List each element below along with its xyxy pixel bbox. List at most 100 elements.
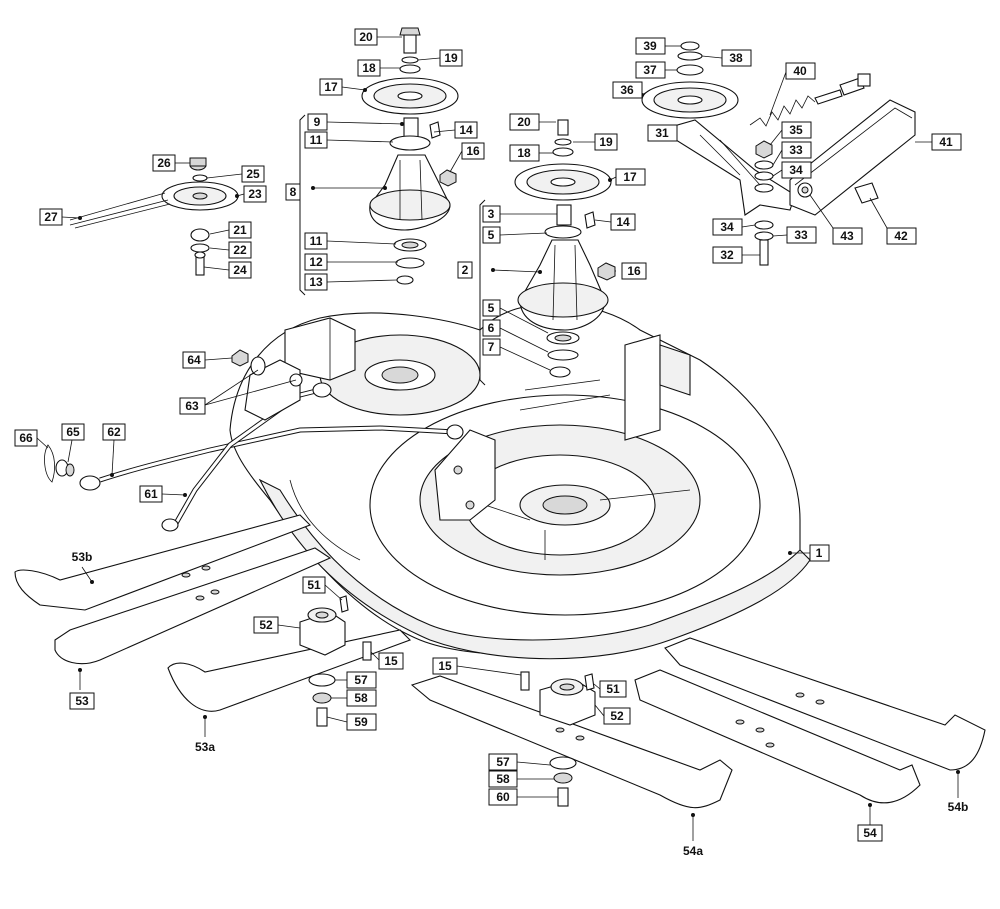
callout-66: 66 [14, 429, 38, 447]
callout-26: 26 [152, 154, 176, 172]
callout-15-left: 15 [378, 652, 404, 670]
callout-16-left: 16 [461, 142, 485, 160]
callout-27: 27 [39, 208, 63, 226]
svg-text:65: 65 [66, 425, 80, 439]
svg-text:33: 33 [789, 143, 803, 157]
svg-text:1: 1 [816, 546, 823, 560]
svg-text:25: 25 [246, 167, 260, 181]
callout-40: 40 [785, 62, 816, 80]
svg-text:37: 37 [643, 63, 657, 77]
callout-12: 12 [304, 253, 328, 271]
svg-text:24: 24 [233, 263, 247, 277]
svg-text:34: 34 [789, 163, 803, 177]
svg-text:22: 22 [233, 243, 247, 257]
svg-text:15: 15 [438, 659, 452, 673]
svg-text:41: 41 [939, 135, 953, 149]
svg-text:31: 31 [655, 126, 669, 140]
svg-text:26: 26 [157, 156, 171, 170]
label-54b: 54b [948, 800, 969, 814]
callout-20-left: 20 [354, 28, 378, 46]
svg-text:64: 64 [187, 353, 201, 367]
svg-text:52: 52 [259, 618, 273, 632]
svg-text:16: 16 [627, 264, 641, 278]
callout-16-right: 16 [621, 262, 647, 280]
callout-33-top: 33 [781, 141, 812, 159]
callout-52-left: 52 [253, 616, 279, 634]
deck-housing [229, 303, 811, 660]
svg-text:19: 19 [444, 51, 458, 65]
deck-arm-rods [79, 359, 464, 532]
callout-60: 60 [488, 788, 518, 806]
svg-text:19: 19 [599, 135, 613, 149]
callout-9: 9 [307, 113, 328, 131]
blade-54a [410, 675, 733, 809]
svg-text:58: 58 [496, 772, 510, 786]
svg-text:5: 5 [488, 228, 495, 242]
callout-11-top: 11 [304, 131, 328, 149]
svg-text:35: 35 [789, 123, 803, 137]
svg-text:54: 54 [863, 826, 877, 840]
callout-35: 35 [781, 121, 812, 139]
callout-63: 63 [179, 397, 206, 415]
svg-text:36: 36 [620, 83, 634, 97]
callout-64: 64 [182, 351, 206, 369]
svg-text:14: 14 [459, 123, 473, 137]
svg-text:43: 43 [840, 229, 854, 243]
left-hardware [44, 349, 266, 483]
svg-text:27: 27 [44, 210, 58, 224]
callout-41: 41 [931, 133, 962, 151]
label-53b: 53b [72, 550, 93, 564]
callout-58-left: 58 [346, 689, 377, 707]
right-spindle-assembly [514, 119, 616, 378]
svg-text:32: 32 [720, 248, 734, 262]
callout-59: 59 [346, 713, 377, 731]
svg-text:38: 38 [729, 51, 743, 65]
svg-text:53: 53 [75, 694, 89, 708]
callout-61: 61 [139, 485, 163, 503]
svg-text:20: 20 [517, 115, 531, 129]
leader-lines [36, 36, 959, 841]
svg-text:21: 21 [233, 223, 247, 237]
svg-text:2: 2 [462, 263, 469, 277]
svg-text:14: 14 [616, 215, 630, 229]
svg-text:51: 51 [606, 682, 620, 696]
callout-14-left: 14 [454, 121, 478, 139]
svg-text:17: 17 [324, 80, 338, 94]
callout-51-right: 51 [599, 680, 627, 698]
svg-text:17: 17 [623, 170, 637, 184]
callout-14-right: 14 [610, 213, 636, 231]
svg-text:60: 60 [496, 790, 510, 804]
callout-23: 23 [243, 185, 267, 203]
blades [14, 514, 986, 809]
svg-text:57: 57 [354, 673, 368, 687]
callout-7: 7 [482, 338, 501, 356]
callout-65: 65 [61, 423, 85, 441]
label-54a: 54a [683, 844, 703, 858]
svg-text:13: 13 [309, 275, 323, 289]
callout-labels: 20 19 18 17 9 14 11 16 8 11 12 13 26 25 … [14, 28, 962, 842]
svg-text:12: 12 [309, 255, 323, 269]
callout-54: 54 [857, 824, 883, 842]
callout-42: 42 [886, 227, 917, 245]
callout-53: 53 [69, 692, 95, 710]
callout-17-right: 17 [615, 168, 646, 186]
svg-text:9: 9 [314, 115, 321, 129]
svg-text:33: 33 [794, 228, 808, 242]
svg-text:42: 42 [894, 229, 908, 243]
svg-text:18: 18 [517, 146, 531, 160]
callout-52-right: 52 [603, 707, 631, 725]
callout-13: 13 [304, 273, 328, 291]
tensioner-assembly [641, 41, 916, 266]
svg-text:57: 57 [496, 755, 510, 769]
svg-text:66: 66 [19, 431, 33, 445]
callout-21: 21 [228, 221, 252, 239]
callout-17-left: 17 [319, 78, 343, 96]
callout-36: 36 [612, 81, 643, 99]
callout-6: 6 [482, 319, 501, 337]
blade-53a [167, 629, 411, 712]
svg-text:16: 16 [466, 144, 480, 158]
callout-22: 22 [228, 241, 252, 259]
blade-labels: 53b 53a 54a 54b [72, 550, 969, 858]
blade-54b [664, 637, 986, 771]
